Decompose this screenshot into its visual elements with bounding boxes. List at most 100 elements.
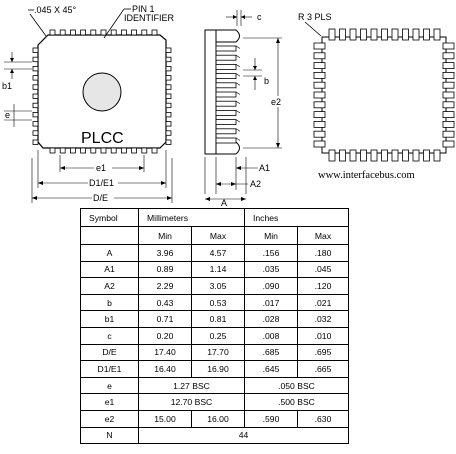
lead: [313, 140, 326, 148]
lead: [313, 101, 326, 109]
lead: [391, 149, 399, 162]
leads-right-edge: [165, 47, 172, 145]
lead-edge: [235, 45, 241, 49]
package-body-bottom: [321, 36, 447, 154]
cell-in-min: .028: [244, 310, 298, 328]
website-label: www.interfacebus.com: [318, 170, 415, 181]
lead: [32, 66, 39, 72]
lead: [313, 121, 326, 128]
lead: [215, 64, 237, 70]
pin1-label-line1: PIN 1: [132, 4, 155, 14]
lead-edge: [235, 100, 241, 104]
lead: [70, 147, 76, 154]
lead: [442, 101, 455, 109]
dim-a2: A2: [250, 179, 261, 189]
lead: [165, 130, 172, 136]
cell-in-min: .035: [244, 260, 298, 279]
bottom-leads-top: [328, 28, 441, 41]
cell-in-max: .032: [297, 310, 349, 328]
lead: [32, 121, 39, 127]
cell-symbol: e1: [80, 393, 139, 411]
cell-mm-max: 4.57: [191, 244, 245, 262]
cell-mm-span: 12.70 BSC: [138, 393, 245, 411]
lead: [442, 52, 455, 60]
lead: [313, 72, 326, 79]
lead: [215, 119, 237, 125]
lead: [215, 128, 237, 135]
lead: [442, 91, 455, 99]
cell-mm-span: 1.27 BSC: [138, 376, 245, 395]
lead: [215, 73, 237, 79]
dim-b1: b1: [2, 81, 12, 91]
lead: [32, 75, 39, 81]
lead: [328, 149, 336, 162]
lead: [131, 29, 138, 36]
cell-symbol: b: [80, 293, 139, 312]
lead: [313, 130, 326, 138]
lead: [370, 28, 378, 41]
lead: [165, 75, 172, 81]
lead: [165, 102, 172, 109]
cell-in-min: .090: [244, 277, 298, 295]
side-body: [204, 29, 217, 155]
pin1-label-line2: IDENTIFIER: [124, 13, 175, 23]
cell-mm-max: 3.05: [191, 277, 245, 295]
cell-in-span: .500 BSC: [244, 393, 349, 411]
lead-edge: [235, 137, 241, 141]
lead: [215, 110, 237, 116]
lead: [313, 81, 326, 89]
cell-in-max: .630: [297, 409, 349, 428]
cell-symbol: e2: [80, 409, 139, 428]
cell-mm-min: 0.20: [138, 326, 192, 345]
lead: [313, 42, 326, 50]
lead: [442, 81, 455, 89]
cell-in-max: .045: [297, 260, 349, 279]
lead: [412, 149, 420, 162]
lead: [110, 29, 117, 36]
dim-e: e: [5, 110, 10, 120]
lead: [121, 29, 127, 36]
lead: [32, 47, 39, 53]
cell-value-span: 44: [138, 426, 349, 445]
lead: [442, 121, 455, 128]
cell-in-max: .021: [297, 293, 349, 312]
header-blank: [80, 226, 139, 245]
radius-note: R 3 PLS: [298, 12, 332, 22]
lead: [165, 93, 172, 99]
leads-top-edge: [49, 29, 158, 36]
cell-mm-min: 15.00: [138, 409, 192, 428]
pin1-dimple: [82, 72, 122, 112]
dim-d1e1: D1/E1: [89, 178, 114, 188]
lead: [90, 29, 97, 36]
cell-symbol: c: [80, 326, 139, 345]
lead: [121, 147, 127, 154]
lead: [215, 137, 237, 144]
lead: [90, 147, 97, 154]
lead: [339, 28, 346, 41]
bottom-leads-right: [442, 42, 455, 148]
cell-mm-min: 0.71: [138, 310, 192, 328]
lead: [339, 149, 346, 162]
lead-edge: [235, 64, 241, 68]
lead: [70, 29, 76, 36]
lead: [381, 149, 388, 162]
header-symbol: Symbol: [80, 208, 139, 227]
lead: [59, 147, 66, 154]
cell-mm-max: 0.81: [191, 310, 245, 328]
cell-symbol: e: [80, 376, 139, 395]
cell-in-min: .685: [244, 343, 298, 362]
lead: [442, 130, 455, 138]
side-leads: [215, 45, 241, 144]
lead-edge: [235, 73, 241, 77]
lead: [32, 93, 39, 99]
cell-mm-max: 16.90: [191, 360, 245, 378]
top-view: PLCC .045 X 45° PIN 1 IDENTIFIER b1 e e1: [2, 4, 175, 203]
lead: [313, 62, 326, 69]
